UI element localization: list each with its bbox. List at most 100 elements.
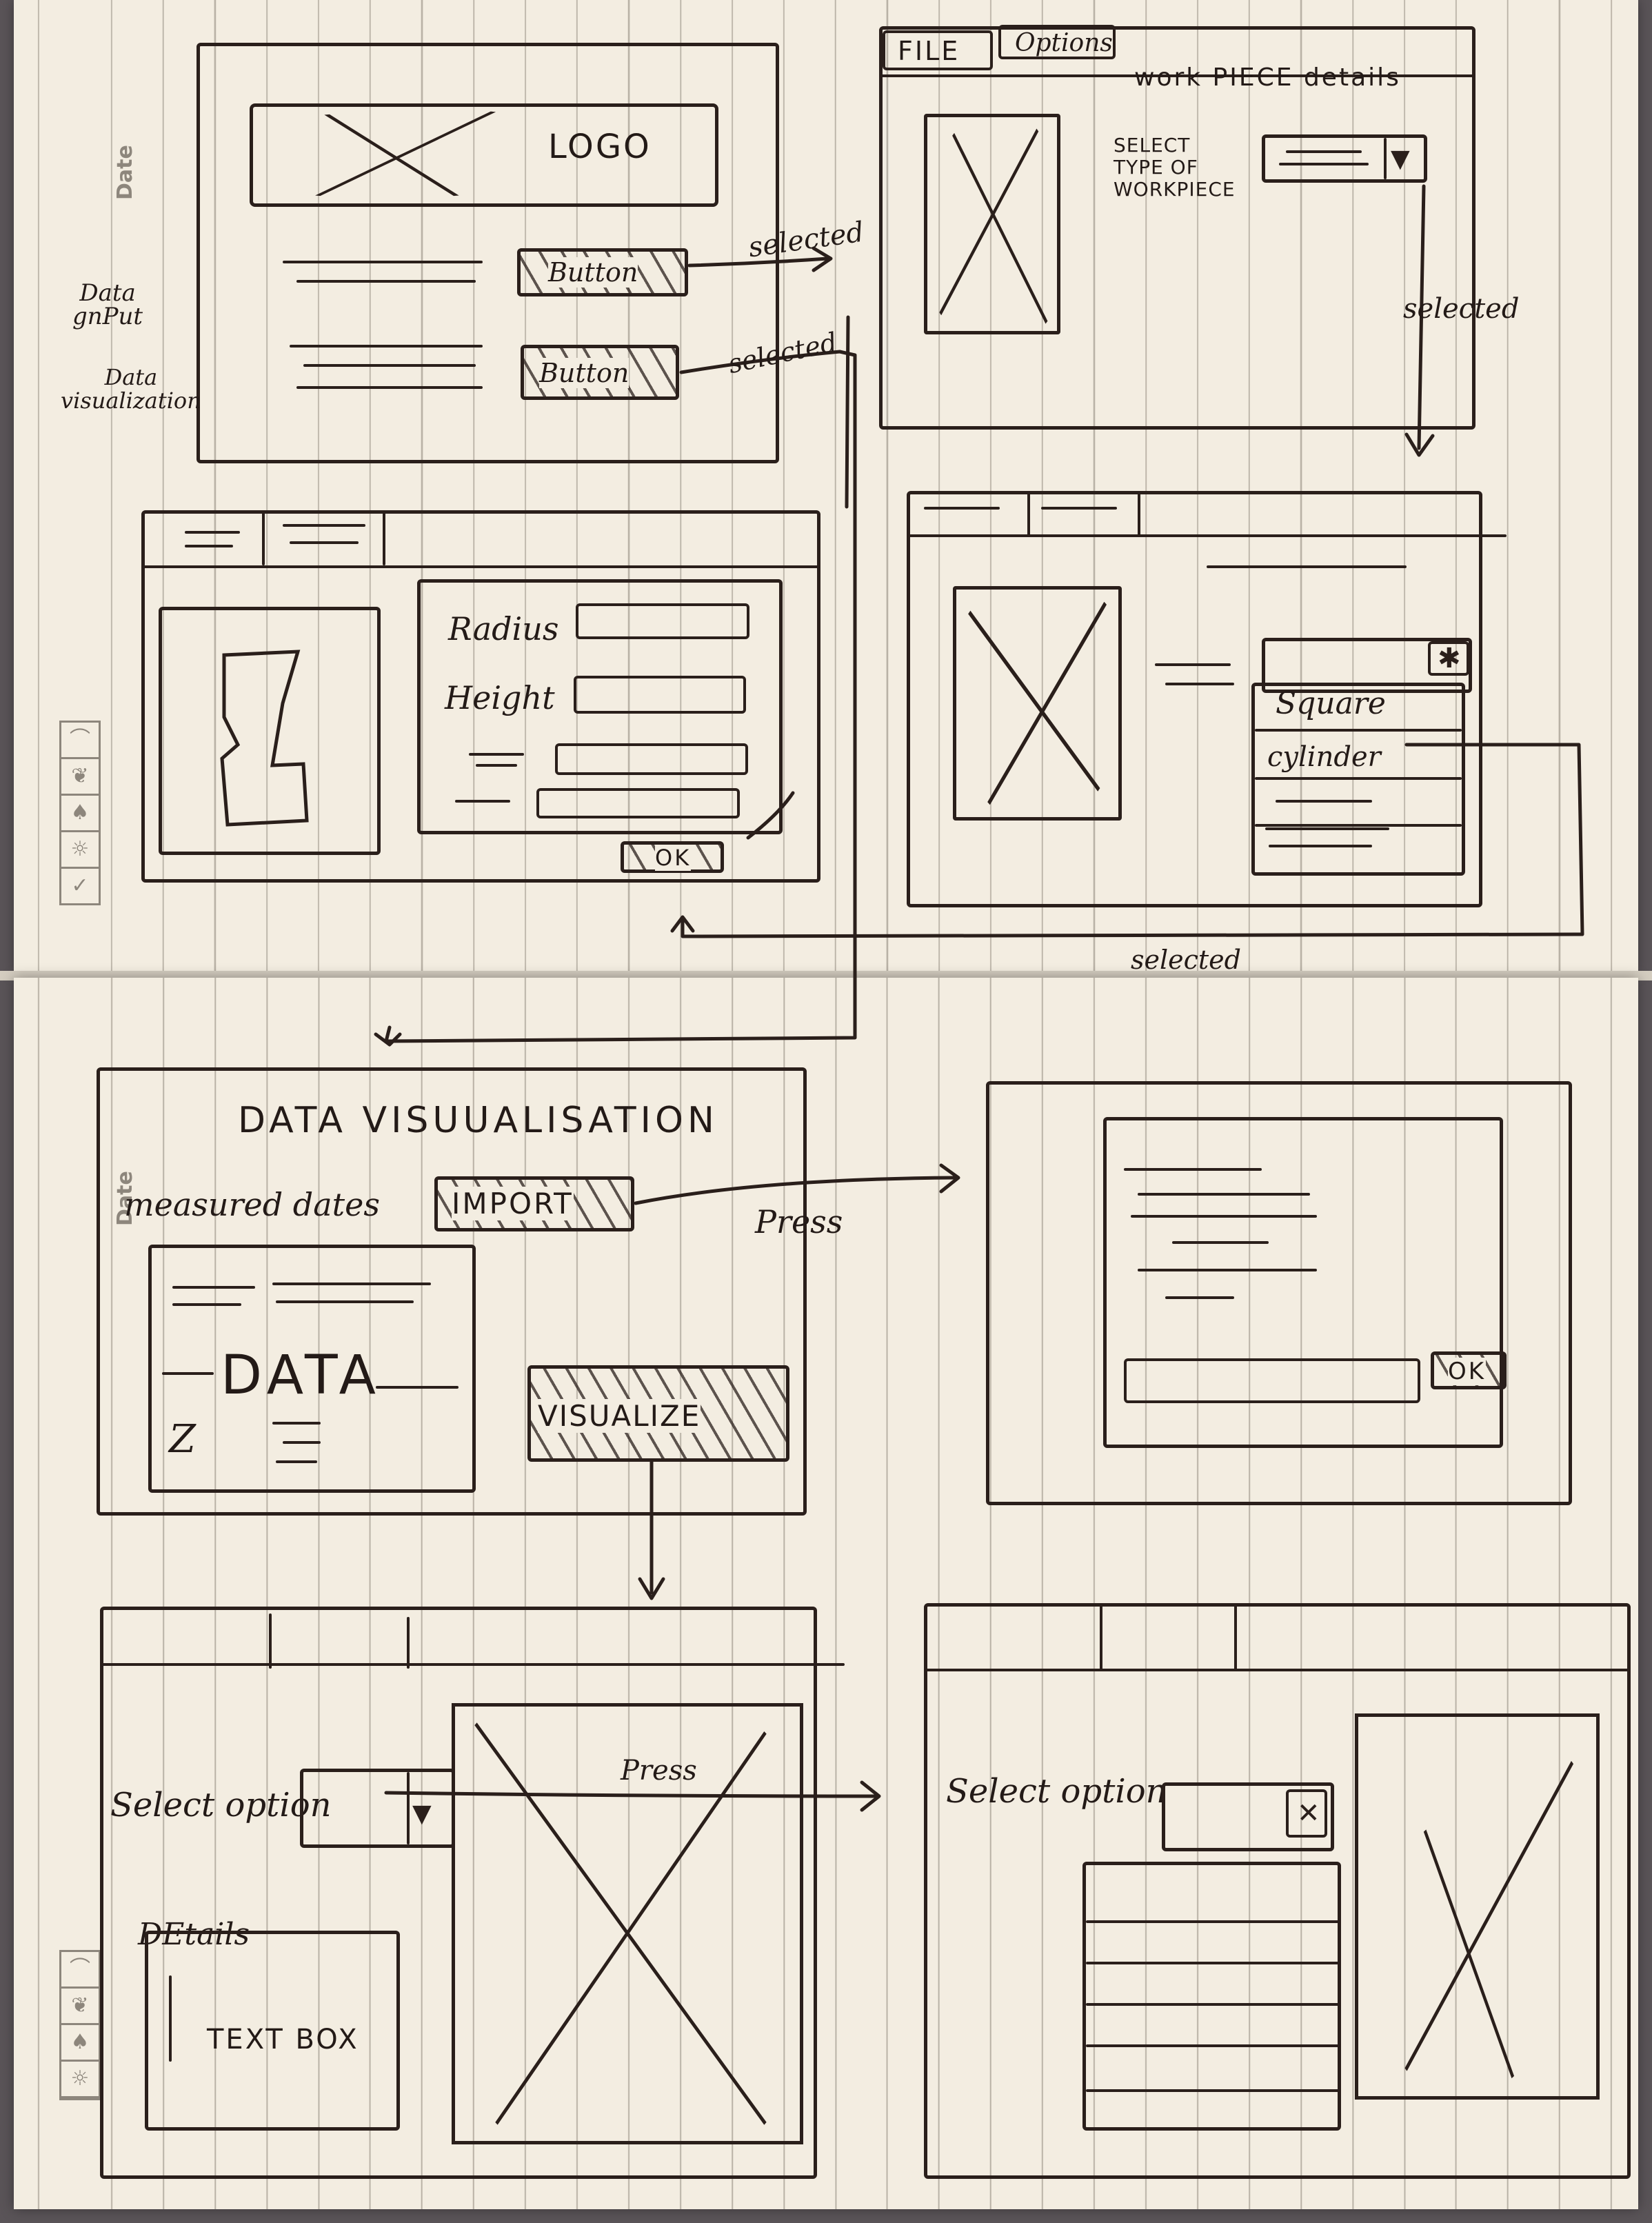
data-visualization-button[interactable]: Button: [521, 345, 679, 400]
data-visualization-button-label: Button: [539, 358, 629, 388]
menu-options[interactable]: Options: [998, 25, 1116, 59]
mushroom-icon: ⌒: [61, 723, 99, 759]
list-item[interactable]: [1086, 2044, 1341, 2047]
text-line: [1138, 1193, 1310, 1196]
screen-data-visualisation-frame: [97, 1067, 807, 1516]
page-tool-icons-bottom: ⌒ ❦ ♠ ☼: [59, 1950, 101, 2100]
image-cross-icon: [1404, 1760, 1574, 2079]
menu-file-label: FILE: [898, 36, 960, 66]
tab-label-line[interactable]: [1041, 507, 1117, 510]
select-workpiece-type-label: SELECT TYPE OF WORKPIECE: [1114, 134, 1236, 201]
tab-bar-divider: [924, 1669, 1631, 1671]
sprout-icon: ♠: [61, 796, 99, 832]
chevron-down-icon[interactable]: ▼: [1391, 145, 1410, 173]
list-item[interactable]: [1086, 1962, 1341, 1964]
workpiece-details-title: work PIECE details: [1134, 63, 1401, 92]
sun-icon: ☼: [61, 2062, 99, 2098]
flow-label-selected-3: selected: [1403, 293, 1520, 325]
text-line: [162, 1372, 214, 1375]
option-dropdown-open[interactable]: ✕: [1162, 1782, 1334, 1851]
text-line: [1138, 1269, 1317, 1271]
option-line[interactable]: [1269, 845, 1372, 847]
visualize-button[interactable]: VISUALIZE: [527, 1365, 789, 1462]
parameters-ok-button[interactable]: OK: [621, 841, 724, 873]
import-ok-button[interactable]: OK: [1431, 1351, 1507, 1389]
logo-text: LOGO: [548, 128, 652, 166]
option-cylinder[interactable]: cylinder: [1267, 741, 1381, 773]
option-line[interactable]: [1265, 827, 1389, 830]
menu-file[interactable]: FILE: [883, 30, 993, 70]
height-input[interactable]: [574, 676, 746, 714]
flow-label-press-1: Press: [755, 1203, 843, 1240]
leaf-icon: ❦: [61, 1989, 99, 2025]
text-line: [272, 1282, 431, 1285]
dropdown-divider: [1384, 138, 1387, 179]
data-input-button[interactable]: Button: [517, 248, 688, 296]
menu-options-label: Options: [1015, 29, 1113, 57]
import-dialog: [1103, 1117, 1503, 1448]
sun-icon: ☼: [61, 832, 99, 869]
check-icon: ✓: [71, 874, 89, 898]
tab-divider: [1234, 1603, 1237, 1670]
parameter-input-3[interactable]: [555, 743, 748, 775]
parameter-input-4[interactable]: [536, 788, 740, 818]
tab-divider: [383, 510, 385, 565]
title-line: [1207, 565, 1407, 568]
list-item[interactable]: [1086, 2003, 1341, 2006]
parameters-ok-button-label: OK: [655, 845, 692, 871]
screen-visualisation-options-frame: [100, 1607, 817, 2179]
flow-label-selected-4: selected: [1131, 945, 1241, 975]
text-line: [283, 261, 483, 263]
data-text: DATA: [221, 1345, 381, 1407]
text-line: [476, 764, 517, 767]
workpiece-type-dropdown-open[interactable]: ✱: [1262, 638, 1472, 693]
option-line[interactable]: [1276, 800, 1372, 803]
visualize-button-label: VISUALIZE: [538, 1399, 701, 1433]
list-divider: [1255, 824, 1462, 827]
file-path-input[interactable]: [1124, 1358, 1420, 1403]
label-data-input: Data gnPut: [72, 279, 143, 330]
data-visualisation-title: DATA VISUUALISATION: [238, 1100, 718, 1141]
page-tool-icons: ⌒ ❦ ♠ ☼ ✓: [59, 721, 101, 905]
radius-input[interactable]: [576, 603, 749, 639]
close-icon[interactable]: ✕: [1286, 1789, 1327, 1838]
text-line: [1165, 1296, 1234, 1299]
shape-preview-panel: [159, 607, 381, 855]
close-icon[interactable]: ✱: [1428, 641, 1469, 676]
workpiece-image-placeholder-2: [953, 586, 1122, 821]
text-line: [272, 1422, 321, 1425]
tab-label-line[interactable]: [185, 545, 233, 547]
tab-divider: [1138, 491, 1140, 536]
leaf-icon: ❦: [61, 759, 99, 796]
tab-label-line[interactable]: [185, 531, 240, 534]
workpiece-type-dropdown[interactable]: ▼: [1262, 134, 1427, 183]
text-line: [276, 1300, 414, 1303]
list-item[interactable]: [1086, 1920, 1341, 1923]
tab-bar-divider: [141, 565, 820, 568]
details-text-box[interactable]: TEXT BOX: [145, 1931, 400, 2131]
tab-bar-divider: [907, 534, 1507, 537]
option-square[interactable]: Square: [1276, 686, 1386, 721]
list-item[interactable]: [1086, 2089, 1341, 2092]
text-line: [290, 345, 483, 348]
text-line: [376, 1386, 459, 1389]
select-option-label: Select option: [110, 1786, 332, 1824]
import-button[interactable]: IMPORT: [434, 1176, 634, 1231]
data-input-button-label: Button: [548, 257, 638, 288]
list-divider: [1255, 777, 1462, 780]
menu-bar-divider: [879, 74, 1475, 77]
import-button-label: IMPORT: [452, 1187, 574, 1220]
chevron-down-icon[interactable]: ▼: [412, 1800, 432, 1828]
tab-label-line[interactable]: [924, 507, 1000, 510]
tab-label-line[interactable]: [283, 524, 365, 527]
text-line: [469, 753, 524, 756]
screen-import-frame: [986, 1081, 1572, 1505]
option-dropdown[interactable]: ▼: [300, 1769, 455, 1848]
text-line: [172, 1303, 241, 1306]
sprout-icon: ♠: [61, 2025, 99, 2062]
text-line: [1124, 1168, 1262, 1171]
image-cross-icon: [968, 601, 1107, 805]
list-divider: [1255, 729, 1462, 732]
tab-divider: [1027, 491, 1030, 536]
tab-label-line[interactable]: [290, 541, 359, 544]
